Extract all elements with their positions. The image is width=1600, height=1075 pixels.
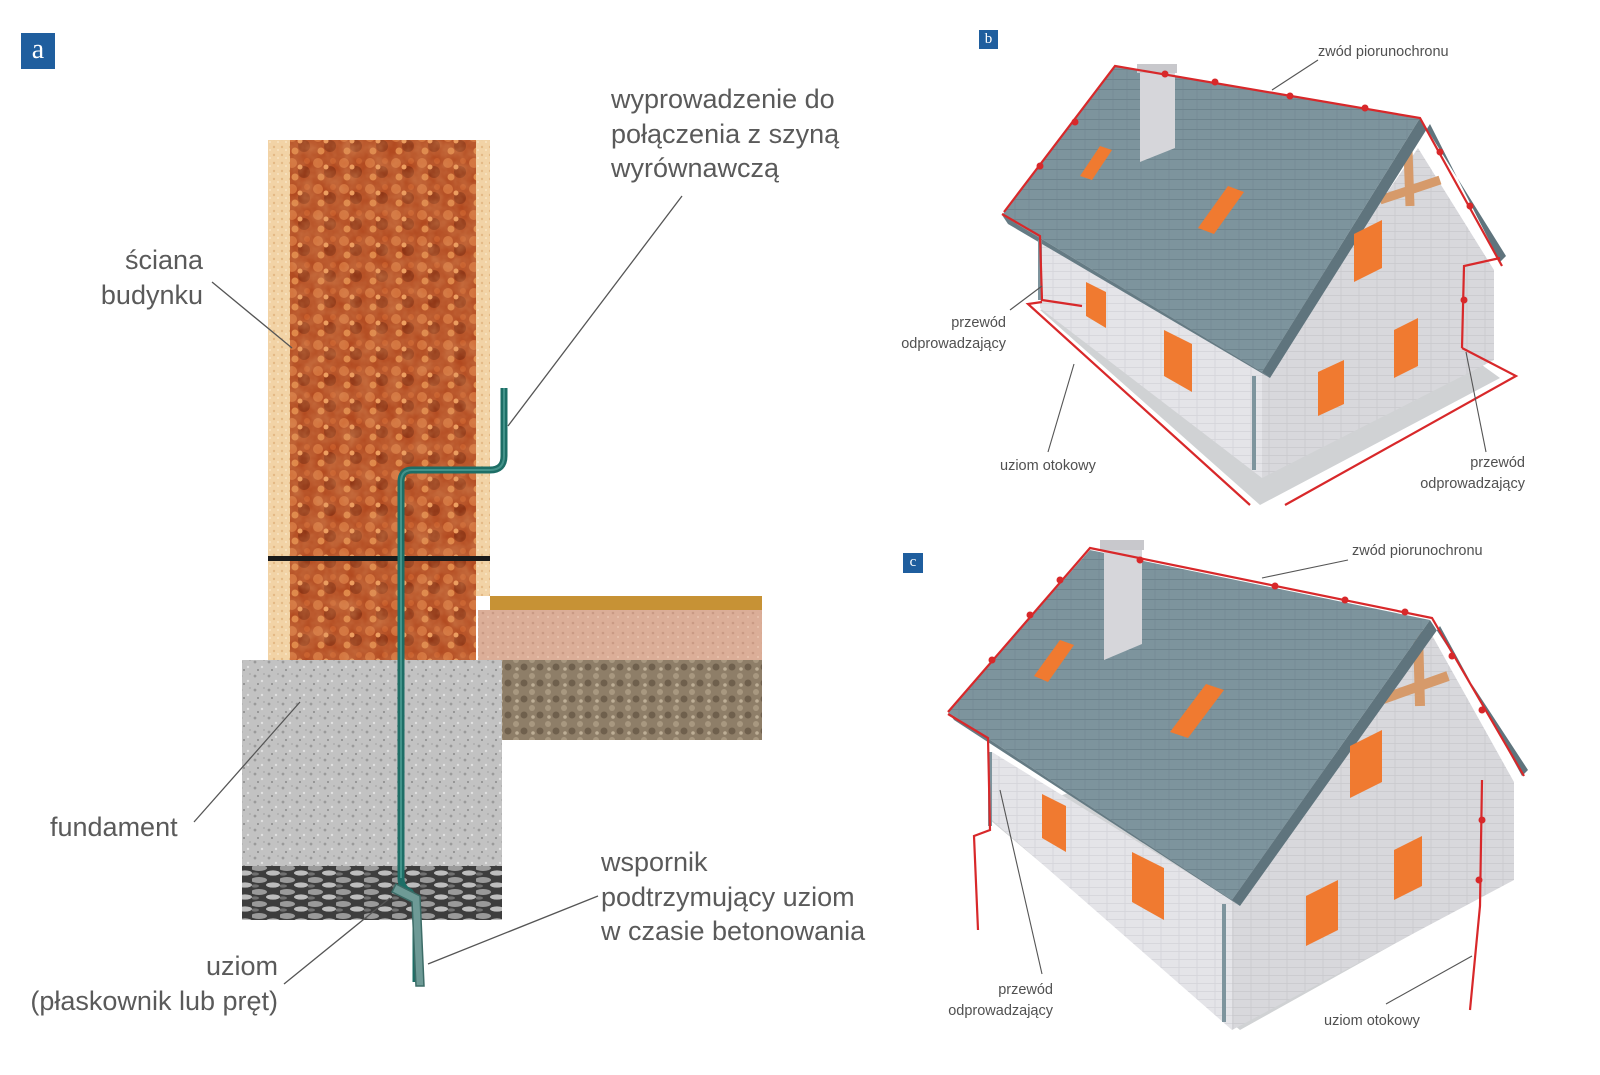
panel-b-badge: b	[979, 30, 998, 49]
leader-outlet	[507, 195, 683, 427]
label-wall: ściana budynku	[100, 245, 203, 310]
leader-wall	[211, 281, 293, 349]
label-b-conductor: zwód piorunochronu	[1318, 44, 1449, 60]
label-electrode: uziom (płaskownik lub pręt)	[30, 951, 278, 1016]
house-b-lightning-system	[1001, 64, 1519, 506]
panel-a-badge: a	[21, 33, 55, 69]
damp-proof-course	[268, 556, 490, 561]
label-b-ring: uziom otokowy	[1000, 458, 1096, 474]
label-c-ring: uziom otokowy	[1324, 1013, 1420, 1029]
floor-finish	[490, 596, 762, 610]
foundation-cross-section	[193, 140, 762, 987]
panel-c-badge: c	[903, 553, 923, 573]
house-b	[1001, 59, 1519, 506]
inner-plaster	[476, 140, 490, 596]
label-c-down: przewód odprowadzający	[948, 982, 1053, 1020]
label-foundation: fundament	[50, 812, 178, 842]
leader-foundation	[193, 701, 301, 823]
leader-support	[427, 895, 599, 965]
outer-plaster	[268, 140, 290, 662]
house-c-gable-wall	[1232, 628, 1514, 1030]
electrode-support-bracket	[390, 882, 425, 987]
house-c	[947, 540, 1528, 1030]
leader-electrode	[283, 897, 391, 985]
label-b-down-left: przewód odprowadzający	[901, 315, 1006, 353]
label-c-conductor: zwód piorunochronu	[1352, 543, 1483, 559]
soil-layer	[502, 660, 762, 740]
foundation-block	[242, 660, 502, 868]
label-b-down-right: przewód odprowadzający	[1420, 455, 1525, 493]
floor-screed	[478, 610, 762, 662]
gravel-base	[242, 866, 502, 920]
label-support: wspornik podtrzymujący uziom w czasie be…	[601, 847, 866, 947]
house-c-chimney	[1104, 544, 1142, 660]
label-outlet: wyprowadzenie do połączenia z szyną wyró…	[611, 84, 840, 184]
house-b-chimney	[1140, 68, 1175, 162]
